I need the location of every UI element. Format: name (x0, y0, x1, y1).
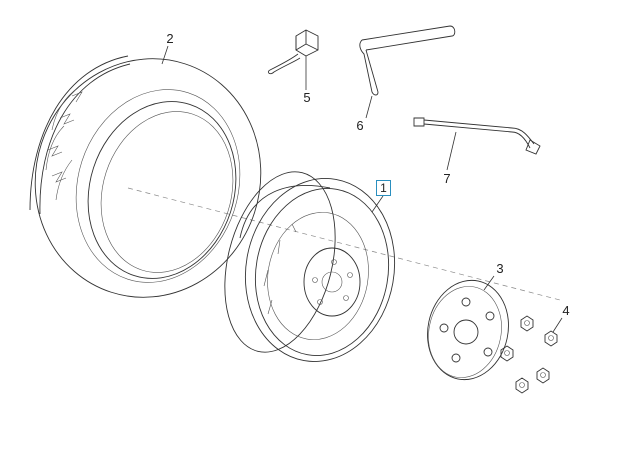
callout-valve-clip: 5 (303, 90, 311, 105)
callout-tyre: 2 (166, 31, 174, 46)
tyre-drawing (29, 55, 262, 298)
valve-extension-drawing (413, 117, 541, 155)
wheel-nuts-drawing (500, 315, 558, 394)
hub-cover-drawing (427, 279, 509, 381)
valve-clip-drawing (267, 29, 319, 75)
callout-valve-extension: 7 (443, 171, 451, 186)
wheel-axis-line (127, 187, 561, 301)
callout-hub-cover: 3 (496, 261, 504, 276)
wheel-wrench-drawing (359, 25, 456, 96)
callout-wheel-nut: 4 (562, 303, 570, 318)
callout-rim: 1 (376, 180, 391, 196)
callout-wheel-wrench: 6 (356, 118, 364, 133)
rim-drawing (224, 171, 396, 362)
